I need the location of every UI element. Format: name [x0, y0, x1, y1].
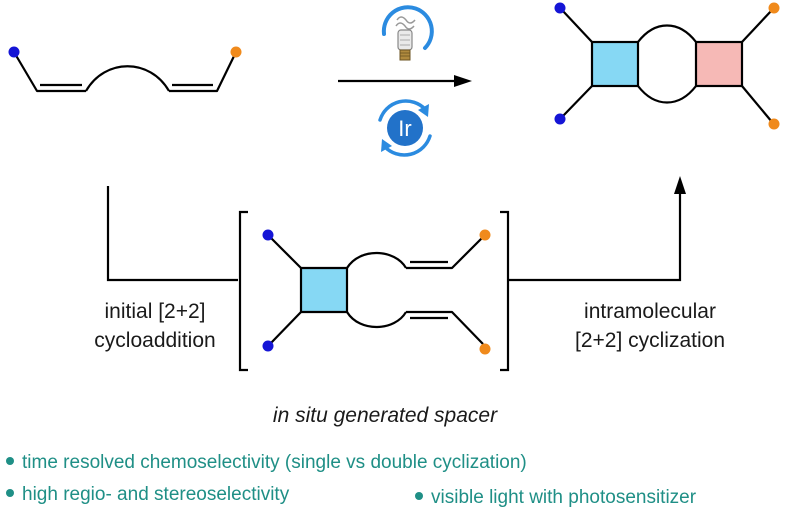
initial-cycloaddition-label: cycloaddition	[94, 329, 215, 352]
intermediate-mono-cyclobutane	[269, 236, 484, 345]
initial-cycloaddition-label: initial [2+2]	[105, 300, 206, 323]
orange-substituent-dot	[230, 46, 242, 58]
bullet-dot	[6, 457, 14, 465]
blue-cyclobutane	[590, 40, 640, 88]
orange-substituent-dot	[479, 343, 491, 355]
blue-substituent-dot	[554, 113, 566, 125]
orange-substituent-dot	[768, 2, 780, 14]
orange-substituent-dot	[479, 229, 491, 241]
intermediate-bracket	[238, 210, 510, 372]
reaction-arrow	[338, 75, 472, 87]
pink-cyclobutane	[694, 40, 744, 88]
pathway-arrow-right	[508, 176, 686, 282]
blue-substituent-dot	[262, 340, 274, 352]
catalytic-cycle-icon	[378, 99, 432, 157]
orange-substituent-dot	[768, 118, 780, 130]
bullet-dot	[415, 492, 423, 500]
spacer-caption: in situ generated spacer	[273, 404, 498, 427]
bullet-visible-light: visible light with photosensitizer	[431, 487, 697, 508]
blue-substituent-dot	[262, 229, 274, 241]
intramolecular-cyclization-label: intramolecular	[584, 300, 716, 323]
pathway-line-left	[106, 186, 238, 282]
iridium-catalyst	[387, 110, 423, 146]
bullet-dot	[6, 489, 14, 497]
intramolecular-cyclization-label: [2+2] cyclization	[575, 329, 725, 352]
iridium-label: Ir	[398, 116, 411, 141]
blue-substituent-dot	[554, 2, 566, 14]
starting-diene	[13, 51, 237, 93]
blue-substituent-dot	[8, 46, 20, 58]
blue-cyclobutane	[299, 266, 349, 314]
product-bis-cyclobutane	[561, 9, 773, 123]
light-bulb-icon	[381, 5, 434, 61]
bullet-chemoselectivity: time resolved chemoselectivity (single v…	[22, 452, 527, 473]
bullet-regio-stereo: high regio- and stereoselectivity	[22, 484, 290, 505]
